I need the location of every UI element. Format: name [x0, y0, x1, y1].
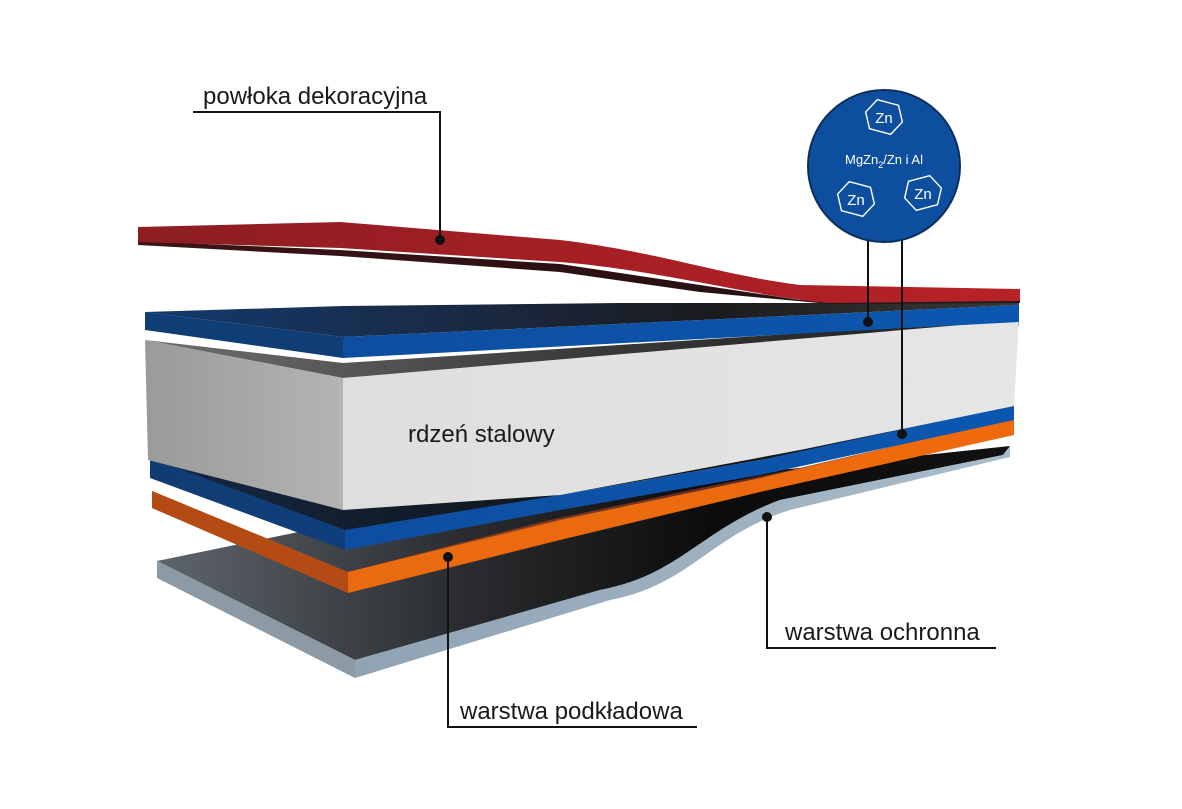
- hexagon-icon: Zn: [864, 98, 904, 136]
- steel-core-left: [145, 340, 343, 510]
- primer-layer-edge: [152, 491, 348, 593]
- hexagon-icon: Zn: [836, 180, 876, 218]
- leader-zinc-badge: [863, 230, 907, 439]
- decorative-coating-top: [138, 222, 1020, 303]
- primer-layer: [152, 418, 1014, 593]
- label-protective-layer: warstwa ochronna: [784, 619, 980, 646]
- primer-layer-front: [348, 418, 1014, 593]
- protective-layer: [157, 446, 1010, 678]
- label-decorative-coating: powłoka dekoracyjna: [203, 83, 428, 110]
- leader-primer: [443, 552, 697, 728]
- decorative-coating: [138, 222, 1020, 304]
- protective-layer-top: [157, 446, 1010, 660]
- badge-circle: [807, 89, 961, 243]
- hexagon-icon: Zn: [903, 174, 943, 212]
- lower-zinc-layer-left: [150, 458, 345, 550]
- label-steel-core: rdzeń stalowy: [408, 421, 555, 448]
- leader-decorative: [193, 111, 445, 245]
- lower-zinc-layer-front: [345, 405, 1014, 550]
- upper-zinc-layer-front: [343, 305, 1019, 358]
- protective-layer-left: [157, 561, 355, 678]
- decorative-coating-underside: [138, 241, 1020, 304]
- badge-formula: MgZn2/Zn i Al: [845, 152, 923, 170]
- upper-zinc-layer-top: [145, 303, 1019, 337]
- steel-core: [145, 319, 1019, 510]
- upper-zinc-layer: [145, 303, 1019, 358]
- protective-layer-front: [355, 446, 1010, 678]
- leader-protective: [762, 512, 996, 649]
- zinc-coating-badge: Zn Zn Zn MgZn2/Zn i Al: [807, 89, 961, 243]
- steel-core-top: [145, 319, 1019, 378]
- atom-symbol: Zn: [847, 192, 865, 209]
- atom-symbol: Zn: [875, 110, 893, 127]
- steel-core-front: [343, 320, 1019, 510]
- atom-symbol: Zn: [914, 186, 932, 203]
- label-primer-layer: warstwa podkładowa: [459, 698, 683, 725]
- upper-zinc-layer-left: [145, 312, 343, 358]
